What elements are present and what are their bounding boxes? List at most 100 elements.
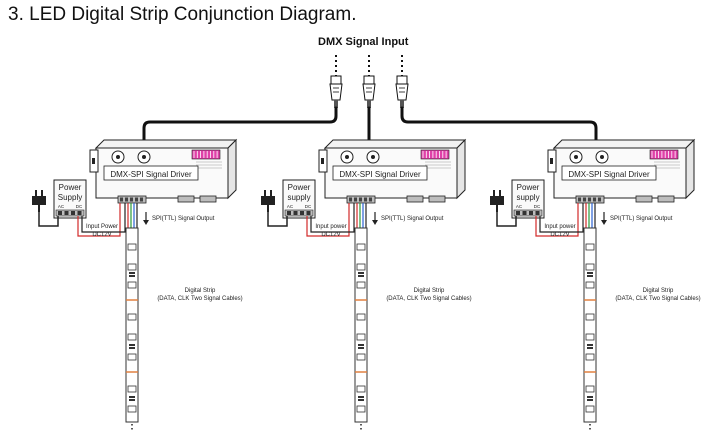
ic-marking — [587, 396, 593, 398]
aux-terminal — [177, 195, 195, 203]
ic-marking — [587, 275, 593, 277]
ps-terminal-screw — [64, 211, 69, 215]
xlr-connector-icon — [330, 75, 342, 85]
ic-marking — [129, 344, 135, 346]
ps-terminal-screw — [529, 211, 533, 215]
driver-label: DMX-SPI Signal Driver — [339, 170, 421, 179]
dc-power-wires — [535, 203, 584, 237]
spi-output-label: SPI(TTL) Signal Output — [381, 216, 444, 222]
terminal-screw — [578, 197, 581, 202]
plug-body — [490, 196, 504, 205]
dmx-signal-input-label: DMX Signal Input — [318, 36, 409, 48]
dc-wire-positive — [77, 203, 121, 237]
strip-body — [354, 227, 368, 423]
dmx-cable-left — [142, 106, 338, 148]
led-chip — [127, 243, 137, 251]
dmx-cable-right — [400, 106, 598, 148]
signal-output-wires — [585, 203, 596, 230]
xlr-connector-icon — [363, 75, 375, 85]
terminal-screw — [588, 197, 591, 202]
ic-marking — [129, 399, 135, 401]
ic-marking — [587, 344, 593, 346]
led-chip — [127, 385, 137, 393]
aux-terminal — [406, 195, 424, 203]
aux-terminal — [635, 195, 653, 203]
dmx-input-plug-2 — [362, 55, 376, 108]
dip-switch — [420, 149, 450, 160]
dmx-input-plug-1 — [329, 55, 343, 108]
driver-label-panel — [103, 165, 199, 181]
led-chip — [356, 263, 366, 271]
ps-terminal-screw — [300, 211, 304, 215]
ps-terminal-screw — [287, 211, 291, 215]
dc-wire-positive — [306, 203, 350, 237]
dmx-spi-driver: DMX-SPI Signal Driver — [318, 138, 467, 204]
dc-wire-negative — [81, 203, 126, 233]
driver-label: DMX-SPI Signal Driver — [568, 170, 650, 179]
led-chip — [585, 243, 595, 251]
terminal-screw — [120, 197, 123, 202]
power-supply-label: Supply — [58, 193, 82, 202]
xlr-socket-pin — [142, 155, 146, 159]
ps-terminal-block — [513, 209, 543, 217]
page-title: 3. LED Digital Strip Conjunction Diagram… — [8, 4, 357, 25]
driver-label-panel — [561, 165, 657, 181]
ps-terminal-block — [55, 209, 85, 217]
dc-wire-negative — [539, 203, 584, 233]
ic-marking — [129, 272, 135, 274]
led-chip — [356, 353, 366, 361]
down-arrow-icon — [372, 220, 378, 225]
input-power-label: Input power — [315, 224, 346, 230]
terminal-screw — [349, 197, 352, 202]
mount-hole — [550, 158, 553, 164]
dc-wire-positive — [535, 203, 579, 237]
terminal-screw — [359, 197, 362, 202]
led-chip — [356, 313, 366, 321]
mount-hole — [321, 158, 324, 164]
terminal-label-ac: AC — [516, 204, 523, 209]
ic-marking — [358, 399, 364, 401]
power-plug-icon — [32, 190, 59, 227]
xlr-socket-pin — [116, 155, 120, 159]
led-chip — [585, 333, 595, 341]
ic-marking — [358, 396, 364, 398]
power-supply-label: supply — [287, 193, 310, 202]
ps-terminal-screw — [77, 211, 82, 215]
connector-tail — [334, 100, 338, 108]
ic-marking — [358, 272, 364, 274]
aux-terminal — [657, 195, 675, 203]
connector-tail — [400, 100, 404, 108]
terminal-label-ac: AC — [287, 204, 294, 209]
ac-wire — [38, 212, 59, 227]
connector-tail — [367, 100, 371, 108]
terminal-screw — [130, 197, 133, 202]
led-chip — [585, 281, 595, 289]
power-supply-label: Power — [59, 183, 82, 192]
xlr-socket-pin — [574, 155, 578, 159]
dmx-input-connectors — [142, 55, 598, 148]
terminal-screw — [125, 197, 128, 202]
xlr-connector-icon — [396, 75, 408, 85]
strip-body — [583, 227, 597, 423]
digital-strip — [125, 227, 139, 432]
power-supply-label: Power — [517, 183, 540, 192]
led-chip — [127, 333, 137, 341]
strip-label: Digital Strip — [414, 288, 445, 294]
signal-output-wires — [356, 203, 367, 230]
ic-marking — [358, 347, 364, 349]
ps-terminal-screw — [306, 211, 311, 215]
terminal-screw — [583, 197, 586, 202]
xlr-socket-pin — [600, 155, 604, 159]
input-power-label: Input power — [544, 224, 575, 230]
xlr-socket-pin — [371, 155, 375, 159]
plug-body — [261, 196, 275, 205]
terminal-screw — [354, 197, 357, 202]
ic-marking — [358, 275, 364, 277]
digital-strip — [583, 227, 597, 432]
led-chip — [127, 313, 137, 321]
ac-wire — [267, 212, 288, 227]
mount-hole — [92, 158, 95, 164]
